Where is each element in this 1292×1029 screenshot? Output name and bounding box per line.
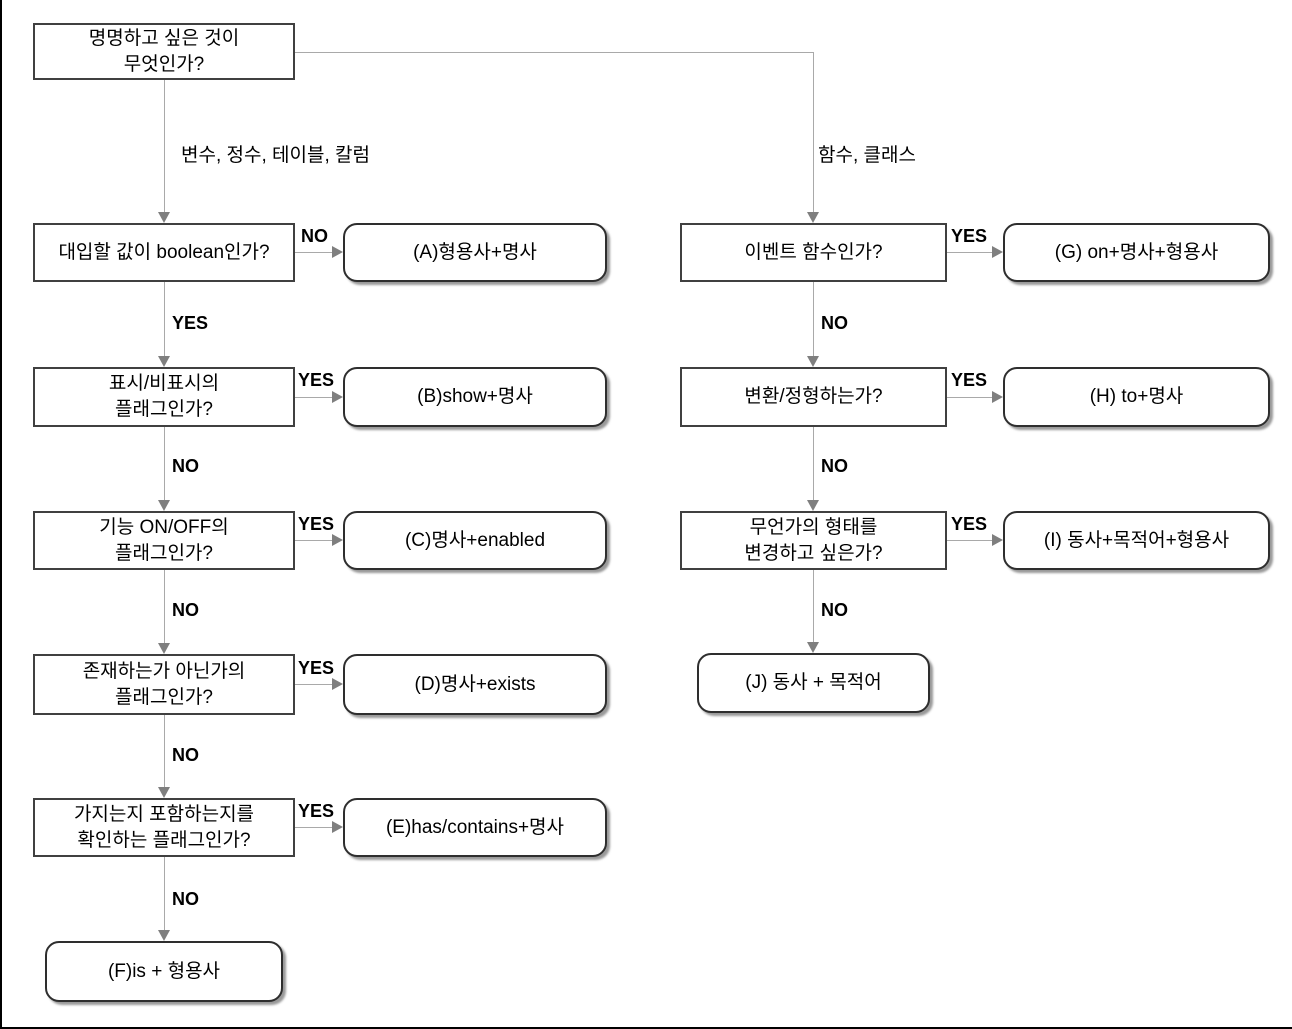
connector-event-g (947, 252, 993, 253)
edge-label-convert-yes: YES (951, 370, 988, 390)
node-result-g: (G) on+명사+형용사 (1003, 223, 1270, 282)
node-question-show-flag: 표시/비표시의 플래그인가? (33, 367, 295, 427)
connector-show-onoff (164, 427, 165, 500)
arrowhead-onoff-c (332, 534, 343, 546)
edge-label-exists-no: NO (172, 745, 199, 765)
arrowhead-boolean-show (158, 356, 170, 367)
arrowhead-change-j (807, 642, 819, 653)
page-border-left (0, 0, 2, 1029)
arrowhead-onoff-exists (158, 643, 170, 654)
edge-label-change-yes: YES (951, 514, 988, 534)
edge-label-has-yes: YES (298, 801, 335, 821)
connector-has-f (164, 857, 165, 930)
edge-label-event-no: NO (821, 313, 848, 333)
edge-label-exists-yes: YES (298, 658, 335, 678)
connector-event-convert (813, 282, 814, 356)
arrowhead-convert-h (992, 391, 1003, 403)
branch-label-left: 변수, 정수, 테이블, 칼럼 (181, 145, 370, 166)
arrowhead-show-onoff (158, 500, 170, 511)
node-result-i: (I) 동사+목적어+형용사 (1003, 511, 1270, 570)
node-question-boolean: 대입할 값이 boolean인가? (33, 223, 295, 282)
arrowhead-has-e (332, 821, 343, 833)
node-question-exists-flag: 존재하는가 아닌가의 플래그인가? (33, 654, 295, 715)
edge-label-show-yes: YES (298, 370, 335, 390)
node-question-has-contains-flag: 가지는지 포함하는지를 확인하는 플래그인가? (33, 798, 295, 857)
edge-label-change-no: NO (821, 600, 848, 620)
node-result-j: (J) 동사 + 목적어 (697, 653, 930, 713)
connector-exists-d (295, 684, 333, 685)
edge-label-has-no: NO (172, 889, 199, 909)
connector-show-b (295, 397, 333, 398)
page-border-bottom (0, 1027, 1292, 1029)
node-result-a: (A)형용사+명사 (343, 223, 607, 282)
arrowhead-start-right (807, 212, 819, 223)
branch-label-right: 함수, 클래스 (818, 145, 916, 166)
arrowhead-boolean-a (332, 246, 343, 258)
node-result-c: (C)명사+enabled (343, 511, 607, 570)
edge-label-show-no: NO (172, 456, 199, 476)
arrowhead-exists-has (158, 787, 170, 798)
arrowhead-show-b (332, 391, 343, 403)
node-question-change-form: 무언가의 형태를 변경하고 싶은가? (680, 511, 947, 570)
node-question-convert: 변환/정형하는가? (680, 367, 947, 427)
arrowhead-event-g (992, 246, 1003, 258)
edge-label-onoff-yes: YES (298, 514, 335, 534)
node-start: 명명하고 싶은 것이 무엇인가? (33, 23, 295, 80)
node-result-d: (D)명사+exists (343, 654, 607, 715)
connector-convert-change (813, 427, 814, 500)
connector-change-i (947, 540, 993, 541)
arrowhead-has-f (158, 930, 170, 941)
edge-label-boolean-no: NO (301, 226, 328, 246)
node-result-f: (F)is + 형용사 (45, 941, 283, 1002)
edge-label-onoff-no: NO (172, 600, 199, 620)
edge-label-event-yes: YES (951, 226, 988, 246)
arrowhead-change-i (992, 534, 1003, 546)
arrowhead-start-left (158, 212, 170, 223)
node-question-onoff-flag: 기능 ON/OFF의 플래그인가? (33, 511, 295, 570)
node-result-b: (B)show+명사 (343, 367, 607, 427)
connector-change-j (813, 570, 814, 642)
connector-convert-h (947, 397, 993, 398)
connector-onoff-exists (164, 570, 165, 643)
arrowhead-event-convert (807, 356, 819, 367)
arrowhead-exists-d (332, 678, 343, 690)
node-result-h: (H) to+명사 (1003, 367, 1270, 427)
edge-label-convert-no: NO (821, 456, 848, 476)
connector-start-right-v (813, 52, 814, 212)
node-result-e: (E)has/contains+명사 (343, 798, 607, 857)
connector-has-e (295, 827, 333, 828)
node-question-event: 이벤트 함수인가? (680, 223, 947, 282)
arrowhead-convert-change (807, 500, 819, 511)
edge-label-boolean-yes: YES (172, 313, 209, 333)
connector-boolean-a (295, 252, 333, 253)
connector-start-left (164, 80, 165, 212)
connector-exists-has (164, 715, 165, 787)
connector-boolean-show (164, 282, 165, 356)
connector-start-right-h (295, 52, 813, 53)
connector-onoff-c (295, 540, 333, 541)
